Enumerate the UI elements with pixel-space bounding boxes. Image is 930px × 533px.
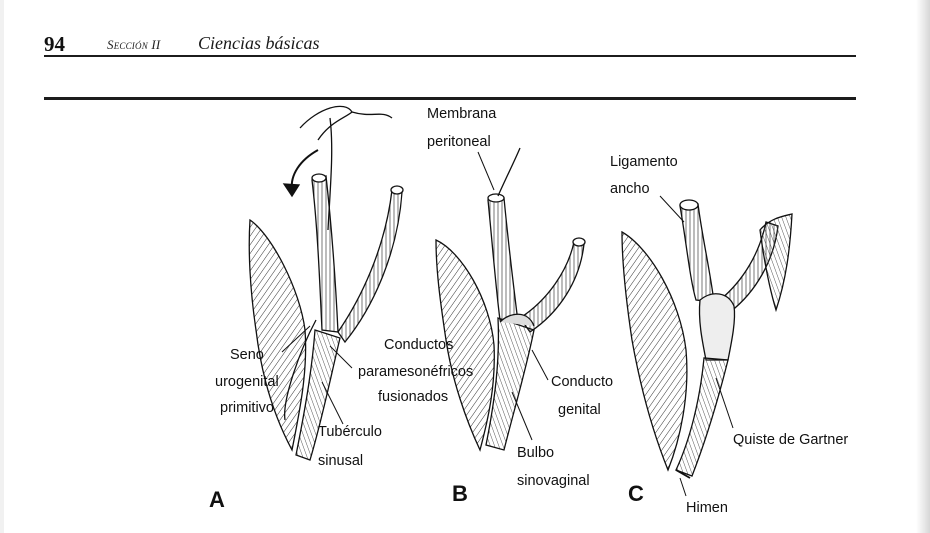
leader-conducto-genital [532,350,548,380]
label-bulbo-line2: sinovaginal [517,473,590,489]
label-conductos-line2: paramesonéfricos [358,364,473,380]
label-conducto-genital-line2: genital [558,402,601,418]
panel-b-peritoneal-tip [498,148,520,196]
panel-a-fold-line [352,112,392,118]
panel-b-right-duct-opening [573,238,585,246]
panel-label-a: A [209,487,225,512]
label-seno-line3: primitivo [220,400,274,416]
panel-a-left-duct [312,176,338,332]
panel-b-left-duct-opening [488,194,504,202]
panel-a-right-duct [338,190,402,342]
panel-a-arrowhead [284,184,299,196]
label-membrana-line2: peritoneal [427,134,491,150]
label-bulbo-line1: Bulbo [517,445,554,461]
label-ligamento-line1: Ligamento [610,154,678,170]
label-ligamento-line2: ancho [610,181,650,197]
panel-label-b: B [452,481,468,506]
panel-c-urogenital-sinus [622,232,687,470]
leader-membrana [478,152,494,190]
label-himen: Himen [686,500,728,516]
label-seno-line2: urogenital [215,374,279,390]
panel-c-uterus [699,294,734,360]
leader-bulbo [512,392,532,440]
label-membrana-line1: Membrana [427,106,497,122]
label-tuberculo-line2: sinusal [318,453,363,469]
label-seno-line1: Seno [230,347,264,363]
label-conductos-line1: Conductos [384,337,453,353]
panel-c-left-duct [680,204,714,302]
label-quiste: Quiste de Gartner [733,432,848,448]
panel-a-right-duct-opening [391,186,403,194]
leader-himen [680,478,686,496]
panel-a-left-duct-opening [312,174,326,182]
label-tuberculo-line1: Tubérculo [318,424,382,440]
panel-c-broad-ligament-flap [760,214,792,310]
panel-label-c: C [628,481,644,506]
panel-b-left-duct [488,198,518,322]
leader-quiste [716,378,733,428]
label-conducto-genital-line1: Conducto [551,374,613,390]
panel-c-left-duct-opening [680,200,698,210]
label-conductos-line3: fusionados [378,389,448,405]
